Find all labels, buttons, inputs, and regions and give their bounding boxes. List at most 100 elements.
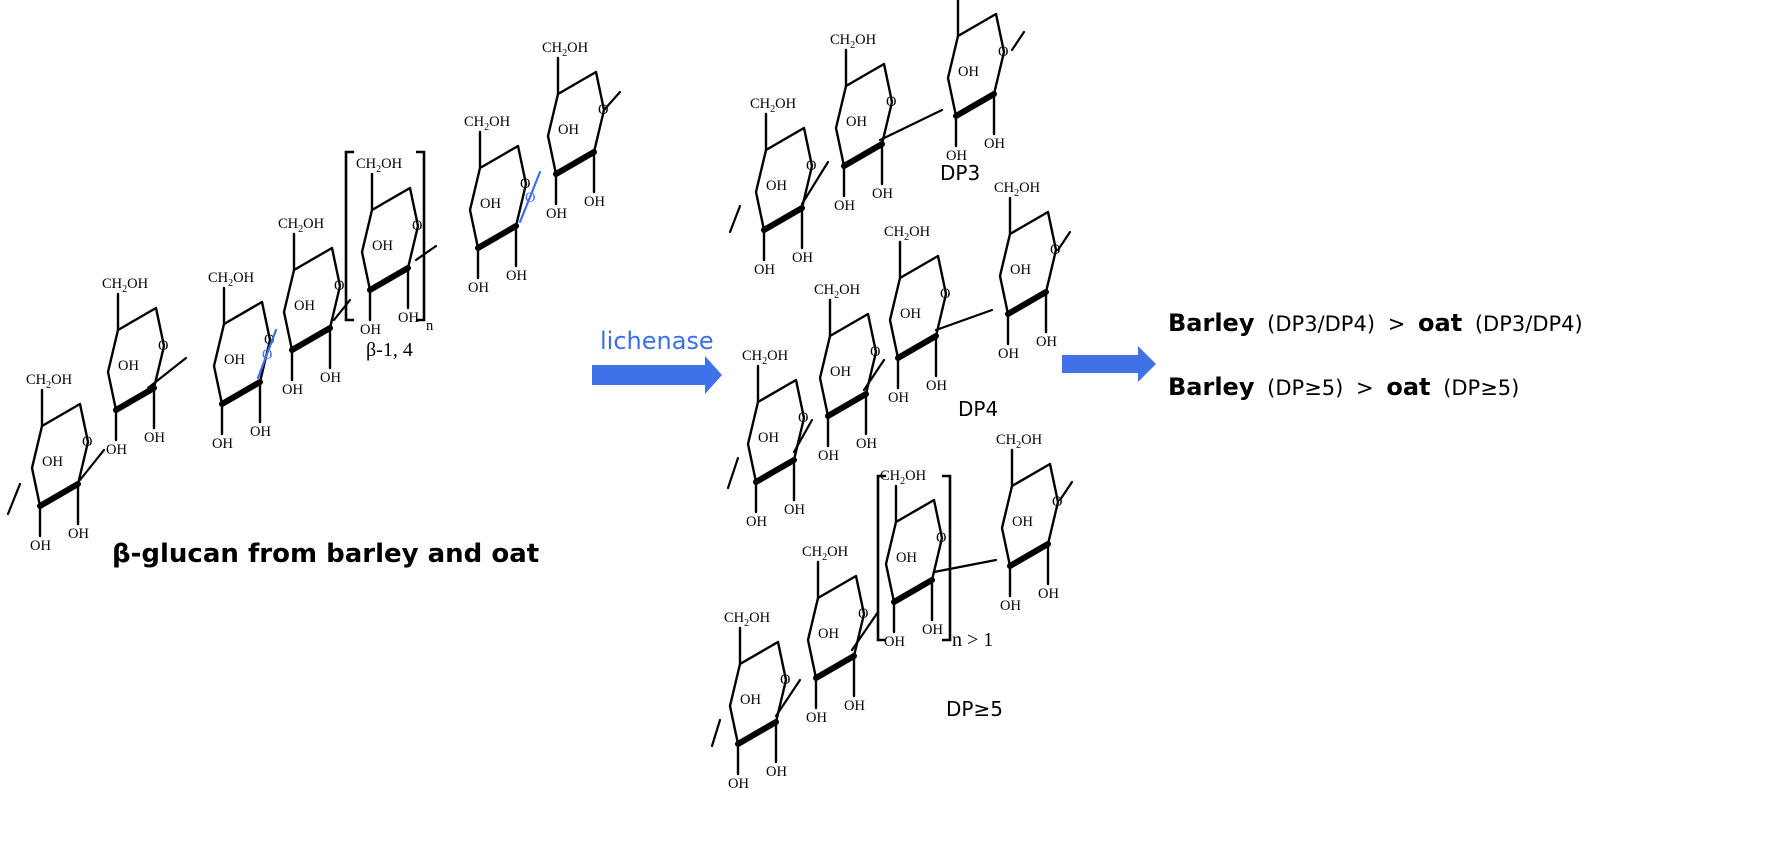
svg-text:CH2OH: CH2OH (814, 282, 861, 301)
svg-text:CH2OH: CH2OH (750, 96, 797, 115)
glucose-ring: CH2OH O OH OH OH (356, 156, 422, 338)
glucose-ring: CH2OH O OH OH OH (996, 432, 1062, 614)
svg-text:O: O (940, 286, 950, 302)
svg-text:OH: OH (282, 382, 303, 398)
result-line-2: Barley (DP≥5) > oat (DP≥5) (1168, 373, 1519, 401)
svg-text:CH2OH: CH2OH (724, 610, 771, 629)
svg-text:OH: OH (830, 364, 851, 380)
svg-text:OH: OH (42, 454, 63, 470)
svg-text:OH: OH (398, 310, 419, 326)
enzyme-label: lichenase (600, 327, 714, 355)
svg-text:OH: OH (558, 122, 579, 138)
svg-text:O: O (858, 606, 868, 622)
repeat-n-gt-1: n > 1 (952, 629, 993, 651)
svg-text:OH: OH (224, 352, 245, 368)
svg-text:OH: OH (754, 262, 775, 278)
svg-text:OH: OH (1012, 514, 1033, 530)
dp5-label: DP≥5 (946, 697, 1003, 721)
svg-text:OH: OH (372, 238, 393, 254)
svg-text:O: O (806, 158, 816, 174)
svg-text:OH: OH (846, 114, 867, 130)
glucose-ring: CH2OH O OH OH OH (278, 216, 344, 398)
chemical-structures: CH2OHOOHOHOHCH2OHOOHOHOHCH2OHOOHOHOHCH2O… (6, 0, 1074, 792)
svg-text:OH: OH (212, 436, 233, 452)
svg-text:OH: OH (1000, 598, 1021, 614)
svg-text:OH: OH (792, 250, 813, 266)
svg-text:O: O (798, 410, 808, 426)
svg-text:O: O (886, 94, 896, 110)
svg-text:OH: OH (746, 514, 767, 530)
svg-text:OH: OH (106, 442, 127, 458)
dp3-label: DP3 (940, 161, 980, 185)
svg-text:CH2OH: CH2OH (278, 216, 325, 235)
svg-text:CH2OH: CH2OH (542, 40, 589, 59)
svg-text:OH: OH (806, 710, 827, 726)
svg-text:CH2OH: CH2OH (996, 432, 1043, 451)
svg-text:OH: OH (984, 136, 1005, 152)
svg-text:O: O (158, 338, 168, 354)
svg-text:OH: OH (294, 298, 315, 314)
svg-text:OH: OH (480, 196, 501, 212)
svg-text:CH2OH: CH2OH (26, 372, 73, 391)
svg-text:OH: OH (1038, 586, 1059, 602)
svg-text:OH: OH (922, 622, 943, 638)
linkage-label: β-1, 4 (366, 339, 413, 361)
svg-text:OH: OH (728, 776, 749, 792)
svg-text:OH: OH (766, 764, 787, 780)
svg-text:OH: OH (320, 370, 341, 386)
svg-text:O: O (1052, 494, 1062, 510)
svg-text:OH: OH (740, 692, 761, 708)
svg-text:O: O (334, 278, 344, 294)
svg-text:O: O (82, 434, 92, 450)
svg-text:OH: OH (844, 698, 865, 714)
svg-text:OH: OH (68, 526, 89, 542)
svg-text:OH: OH (118, 358, 139, 374)
dp4-label: DP4 (958, 397, 998, 421)
svg-text:OH: OH (998, 346, 1019, 362)
svg-text:CH2OH: CH2OH (464, 114, 511, 133)
svg-text:CH2OH: CH2OH (356, 156, 403, 175)
svg-text:CH2OH: CH2OH (208, 270, 255, 289)
repeat-bracket-dp5: n > 1 (876, 474, 993, 651)
svg-text:OH: OH (360, 322, 381, 338)
repeat-n: n (426, 318, 434, 334)
svg-text:OH: OH (834, 198, 855, 214)
svg-text:OH: OH (758, 430, 779, 446)
svg-text:O: O (412, 218, 422, 234)
right-arrow-icon (1062, 346, 1156, 382)
svg-text:O: O (998, 44, 1008, 60)
svg-text:CH2OH: CH2OH (742, 348, 789, 367)
svg-text:O: O (264, 332, 274, 348)
right-arrow-icon (592, 356, 722, 394)
repeat-bracket-main: n β-1, 4 (344, 150, 434, 361)
svg-text:OH: OH (888, 390, 909, 406)
svg-text:CH2OH: CH2OH (884, 224, 931, 243)
svg-text:OH: OH (958, 64, 979, 80)
svg-text:O: O (936, 530, 946, 546)
svg-text:CH2OH: CH2OH (994, 180, 1041, 199)
svg-text:OH: OH (900, 306, 921, 322)
glucose-ring: CH2OH O OH OH OH (750, 96, 816, 278)
svg-text:OH: OH (766, 178, 787, 194)
svg-text:OH: OH (884, 634, 905, 650)
svg-text:OH: OH (896, 550, 917, 566)
svg-text:OH: OH (856, 436, 877, 452)
svg-text:CH2OH: CH2OH (102, 276, 149, 295)
svg-text:OH: OH (818, 448, 839, 464)
source-label: β-glucan from barley and oat (112, 539, 539, 569)
svg-text:CH2OH: CH2OH (942, 0, 989, 1)
svg-text:O: O (870, 344, 880, 360)
glucose-ring: CH2OH O OH OH OH (814, 282, 880, 464)
svg-text:OH: OH (1036, 334, 1057, 350)
result-line-1: Barley (DP3/DP4) > oat (DP3/DP4) (1168, 309, 1583, 337)
